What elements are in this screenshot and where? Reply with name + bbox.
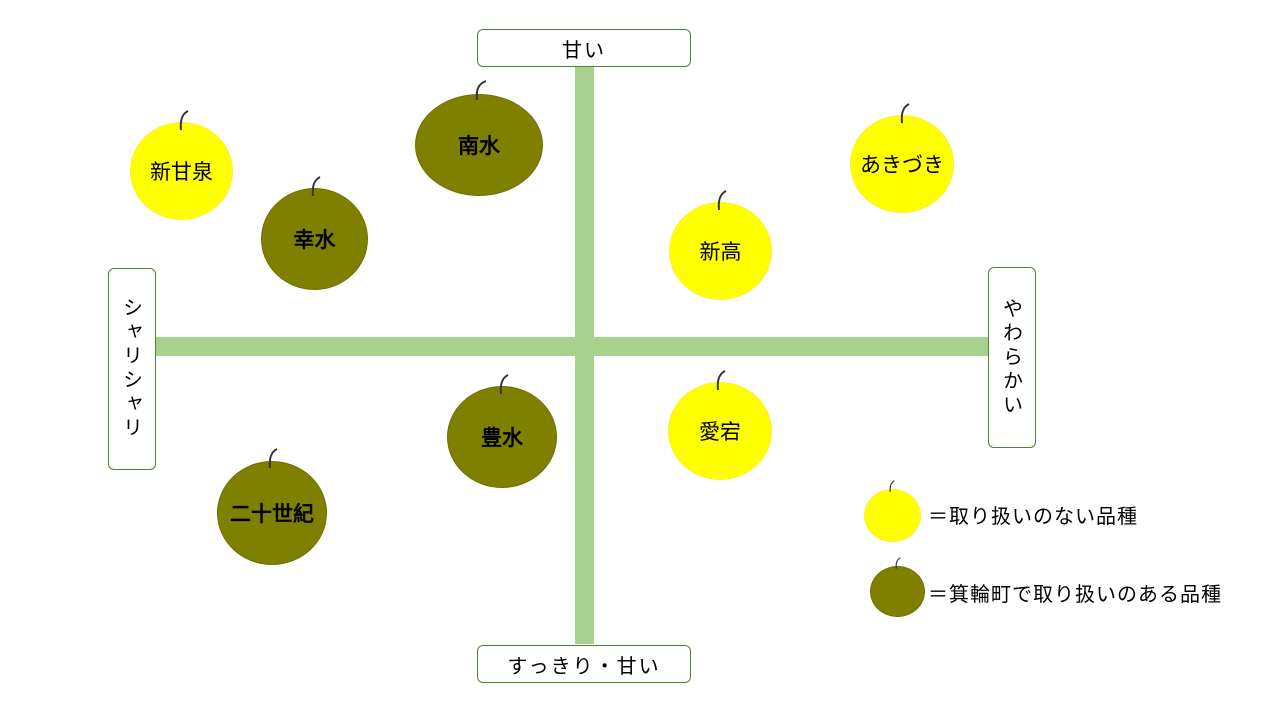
pear-housui: 豊水 xyxy=(447,386,557,488)
pear-label: 豊水 xyxy=(481,426,523,450)
stem-icon xyxy=(716,370,726,391)
stem-icon xyxy=(717,190,727,211)
axis-label-right: やわらかい xyxy=(988,267,1036,448)
pear-label: あきづき xyxy=(860,153,944,177)
legend-handled-swatch xyxy=(870,566,925,617)
pear-akizuki: あきづき xyxy=(850,115,954,213)
axis-label-bottom-text: すっきり・甘い xyxy=(507,653,661,678)
axis-label-right-text: やわらかい xyxy=(999,297,1024,418)
axis-label-bottom: すっきり・甘い xyxy=(477,645,691,683)
axis-label-left-text: シャリシャリ xyxy=(119,297,144,441)
horizontal-axis xyxy=(156,337,989,356)
pear-nijisseiki: 二十世紀 xyxy=(217,461,327,565)
legend-not-handled-text: ＝取り扱いのない品種 xyxy=(928,504,1138,528)
axis-label-top-text: 甘い xyxy=(562,37,606,62)
stem-icon xyxy=(179,110,189,131)
pear-label: 愛宕 xyxy=(699,420,741,444)
pear-atago: 愛宕 xyxy=(668,382,772,480)
axis-label-top: 甘い xyxy=(477,29,691,67)
legend-handled-text: ＝箕輪町で取り扱いのある品種 xyxy=(928,582,1222,606)
pear-label: 新甘泉 xyxy=(150,160,213,184)
stem-icon xyxy=(311,176,321,197)
pear-label: 二十世紀 xyxy=(230,502,314,526)
pear-label: 新高 xyxy=(699,240,742,264)
stem-icon xyxy=(889,480,895,492)
legend-not-handled-swatch xyxy=(864,489,921,542)
stem-icon xyxy=(475,80,487,101)
axis-label-left: シャリシャリ xyxy=(108,268,156,470)
stem-icon xyxy=(499,374,509,395)
stem-icon xyxy=(900,103,910,124)
pear-niitaka: 新高 xyxy=(669,202,772,300)
pear-shinkansen: 新甘泉 xyxy=(130,122,233,220)
pear-label: 幸水 xyxy=(293,228,336,252)
stem-icon xyxy=(268,448,278,469)
pear-nansui: 南水 xyxy=(415,94,543,196)
pear-kousui: 幸水 xyxy=(261,188,368,290)
pear-label: 南水 xyxy=(458,134,500,158)
stem-icon xyxy=(895,557,901,569)
